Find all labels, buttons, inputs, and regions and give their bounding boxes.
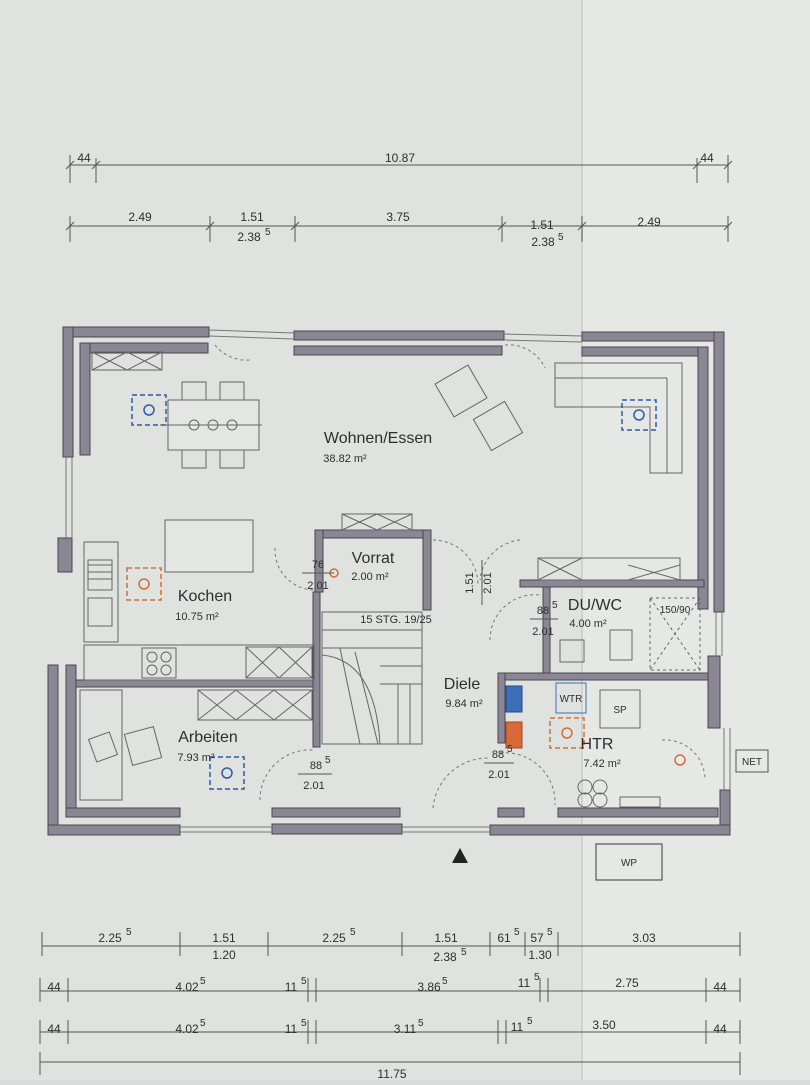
dim-bottom1-d-top: 1.51 [434, 931, 458, 945]
sp-label: SP [613, 705, 627, 716]
dim-bottom3-e: 11 [511, 1020, 524, 1034]
opening-height: 2.01 [482, 572, 494, 593]
interior-walls [75, 529, 709, 818]
room-name-htr: HTR [581, 736, 614, 753]
paper-right [582, 0, 810, 1080]
dim-top-total: 10.87 [385, 151, 415, 165]
dim-bottom1-a: 2.25 [98, 931, 122, 945]
dim-top-right-edge: 44 [700, 151, 714, 165]
room-name-arbeiten: Arbeiten [178, 729, 238, 746]
wtr-label: WTR [560, 694, 583, 705]
dim-bottom1-e2-sup: 5 [547, 927, 553, 938]
opening-width: 1.51 [464, 572, 476, 593]
room-name-kochen: Kochen [178, 588, 232, 605]
dim-bottom2-a: 44 [47, 980, 61, 994]
dim-bottom1-b-top: 1.51 [212, 931, 236, 945]
dim-bottom1-c-sup: 5 [350, 927, 356, 938]
ceiling-outlets [126, 394, 686, 790]
furniture [79, 351, 701, 808]
room-name-vorrat: Vorrat [352, 550, 395, 567]
room-name-diele: Diele [444, 676, 481, 693]
exterior-walls [47, 326, 731, 836]
dim-top-seg4-bottom-sup: 5 [558, 232, 564, 243]
dim-bottom1-a-sup: 5 [126, 927, 132, 938]
dim-top-seg4-top: 1.51 [530, 218, 554, 232]
dim-bottom2-c-sup: 5 [301, 976, 307, 987]
dim-top-seg2-top: 1.51 [240, 210, 264, 224]
dim-bottom2-c: 11 [285, 980, 298, 994]
wp-label: WP [621, 858, 637, 869]
bottom-dimension-lines [39, 932, 741, 1075]
dim-bottom2-f: 2.75 [615, 976, 639, 990]
net-label: NET [742, 757, 762, 768]
dim-bottom3-c: 11 [285, 1022, 298, 1036]
dim-bottom2-d: 3.86 [417, 980, 441, 994]
stairs-label: 15 STG. 19/25 [360, 614, 432, 626]
dim-bottom3-f: 3.50 [592, 1018, 616, 1032]
vorrat-door-height: 2.01 [307, 580, 328, 592]
dim-bottom2-e: 11 [518, 976, 531, 990]
windows [65, 329, 731, 833]
htr-door-width-sup: 5 [507, 744, 513, 755]
dim-bottom1-f: 3.03 [632, 931, 656, 945]
dim-top-seg4-bottom: 2.38 [531, 235, 555, 249]
duwc-door-width-sup: 5 [552, 600, 558, 611]
room-area-kochen: 10.75 m² [175, 611, 219, 623]
dim-bottom3-g: 44 [713, 1022, 727, 1036]
dim-bottom1-e1-sup: 5 [514, 927, 520, 938]
wp-box [595, 843, 663, 881]
dim-top-left-edge: 44 [77, 151, 91, 165]
room-name-wohnen: Wohnen/Essen [324, 430, 432, 447]
dim-bottom1-c: 2.25 [322, 931, 346, 945]
dim-bottom3-d-sup: 5 [418, 1018, 424, 1029]
dim-top-seg5: 2.49 [637, 215, 661, 229]
arbeiten-door-height: 2.01 [303, 780, 324, 792]
room-area-htr: 7.42 m² [583, 758, 621, 770]
arbeiten-door-width-sup: 5 [325, 755, 331, 766]
net-box [735, 749, 769, 773]
dim-bottom3-d: 3.11 [394, 1022, 417, 1036]
dim-bottom1-d-bottom-sup: 5 [461, 947, 467, 958]
room-area-wohnen: 38.82 m² [323, 453, 367, 465]
dim-bottom1-d-bottom: 2.38 [433, 950, 457, 964]
dim-bottom1-b-bottom: 1.20 [212, 948, 236, 962]
entrance-marker [452, 848, 468, 863]
htr-door-width: 88 [492, 749, 504, 761]
arbeiten-door-width: 88 [310, 760, 322, 772]
dim-bottom2-b-sup: 5 [200, 976, 206, 987]
paper-left [0, 0, 582, 1080]
dim-bottom3-b: 4.02 [175, 1022, 199, 1036]
shower-size-label: 150/90 [660, 605, 691, 616]
door-swings [214, 344, 706, 809]
room-area-duwc: 4.00 m² [569, 618, 607, 630]
dim-bottom3-b-sup: 5 [200, 1018, 206, 1029]
room-name-duwc: DU/WC [568, 597, 622, 614]
dim-top-seg1: 2.49 [128, 210, 152, 224]
duwc-door-width: 88 [537, 605, 549, 617]
dim-top-seg2-bottom-sup: 5 [265, 227, 271, 238]
vorrat-door-width: 76 [312, 559, 324, 571]
room-area-vorrat: 2.00 m² [351, 571, 389, 583]
dim-bottom2-g: 44 [713, 980, 727, 994]
dim-bottom2-d-sup: 5 [442, 976, 448, 987]
dim-top-seg3: 3.75 [386, 210, 410, 224]
dim-bottom2-b: 4.02 [175, 980, 199, 994]
dim-bottom3-c-sup: 5 [301, 1018, 307, 1029]
top-dimension-lines [65, 155, 733, 242]
dim-bottom2-e-sup: 5 [534, 972, 540, 983]
dim-top-seg2-bottom: 2.38 [237, 230, 261, 244]
dim-bottom1-e2: 57 [530, 931, 544, 945]
duwc-door-height: 2.01 [532, 626, 553, 638]
dim-bottom1-e1: 61 [497, 931, 511, 945]
dim-bottom-total: 11.75 [377, 1067, 406, 1080]
htr-door-height: 2.01 [488, 769, 509, 781]
dim-bottom3-e-sup: 5 [527, 1016, 533, 1027]
dim-bottom1-e-bottom: 1.30 [528, 948, 552, 962]
dim-bottom3-a: 44 [47, 1022, 61, 1036]
room-area-arbeiten: 7.93 m² [177, 752, 215, 764]
room-area-diele: 9.84 m² [445, 698, 483, 710]
